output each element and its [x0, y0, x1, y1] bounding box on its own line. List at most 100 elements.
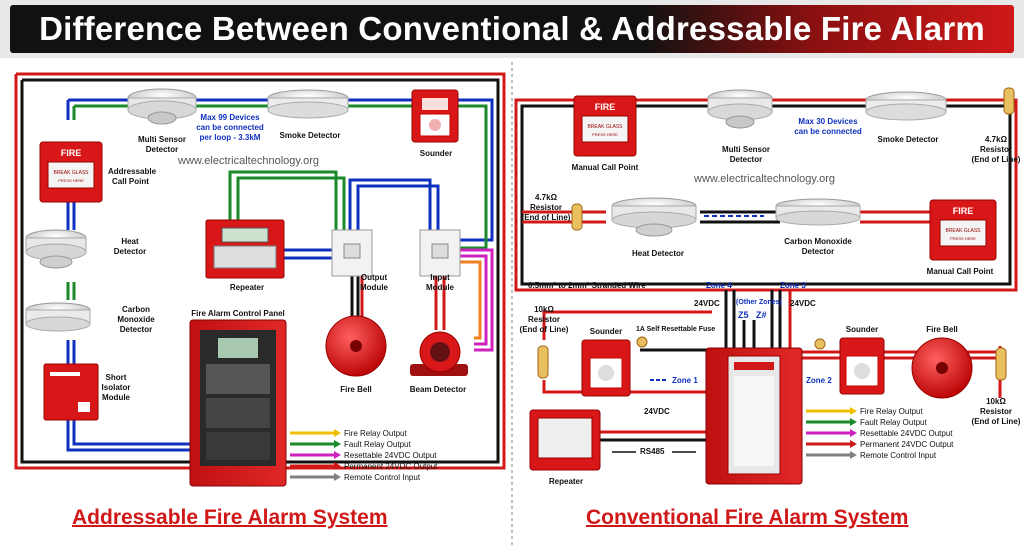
- label-input-1: Input: [430, 273, 450, 282]
- label-conv-multi-2: Detector: [730, 155, 762, 164]
- co-detector: Carbon Monoxide Detector: [25, 302, 155, 334]
- conv-output-arrow-2: [850, 429, 857, 437]
- label-mcp-top: Manual Call Point: [572, 163, 639, 172]
- rs485-label: RS485: [640, 447, 665, 456]
- title-banner: Difference Between Conventional & Addres…: [0, 0, 1024, 58]
- eol-resistor-left: 4.7kΩ Resistor (End of Line): [522, 193, 583, 231]
- addressable-note: Max 99 Devices can be connected per loop…: [196, 113, 264, 142]
- call-point-glass: BREAK GLASS: [53, 170, 89, 176]
- call-point-press: PRESS HERE: [58, 178, 84, 183]
- v24-right: 24VDC: [790, 299, 816, 308]
- wire-note: 0.5mm² to 2mm² Stranded Wire: [528, 281, 646, 290]
- eol-left-2: Resistor: [530, 203, 562, 212]
- note-line-2: can be connected: [196, 123, 264, 132]
- fire-alarm-diagram: Multi Sensor Detector Max 99 Devices can…: [14, 62, 1021, 548]
- output-module: Output Module: [331, 229, 389, 292]
- addr-output-arrow-0: [334, 429, 341, 437]
- label-co-2: Monoxide: [117, 315, 155, 324]
- zone-1: Zone 1: [672, 376, 698, 385]
- mcp-header: FIRE: [595, 102, 616, 112]
- fire-alarm-control-panel: Fire Alarm Control Panel: [189, 309, 287, 487]
- eol10k-left-2: Resistor: [528, 315, 560, 324]
- addressable-section-title: Addressable Fire Alarm System: [72, 506, 388, 529]
- conv-output-label-3: Permanent 24VDC Output: [860, 440, 954, 449]
- label-output-1: Output: [361, 273, 388, 282]
- zone-z5: Z5: [738, 310, 749, 320]
- label-conv-co-1: Carbon Monoxide: [784, 237, 852, 246]
- conv-output-arrow-4: [850, 451, 857, 459]
- conv-control-panel: [705, 347, 803, 485]
- addr-output-arrow-1: [334, 440, 341, 448]
- title-bar: Difference Between Conventional & Addres…: [10, 5, 1014, 53]
- label-co-3: Detector: [120, 325, 152, 334]
- conv-co-detector: Carbon Monoxide Detector: [775, 198, 861, 256]
- mcp2-glass: BREAK GLASS: [945, 228, 981, 234]
- addressable-system: Multi Sensor Detector Max 99 Devices can…: [14, 72, 506, 487]
- conv-smoke-detector: Smoke Detector: [865, 91, 947, 144]
- conv-output-label-4: Remote Control Input: [860, 451, 937, 460]
- label-repeater: Repeater: [230, 283, 264, 292]
- label-co-1: Carbon: [122, 305, 150, 314]
- conv-note-line-1: Max 30 Devices: [798, 117, 858, 126]
- zone-z-hash: Z#: [756, 310, 767, 320]
- conv-multi-sensor-detector: Multi Sensor Detector: [707, 89, 773, 164]
- addressable-call-point: FIRE BREAK GLASS PRESS HERE Addressable …: [39, 141, 157, 203]
- label-isolator-3: Module: [102, 393, 131, 402]
- addr-output-label-3: Permanent 24VDC Output: [344, 462, 438, 471]
- manual-call-point-right: FIRE BREAK GLASS PRESS HERE Manual Call …: [927, 199, 997, 276]
- label-sounder-right: Sounder: [846, 325, 878, 334]
- fuse-icon-right: [814, 338, 826, 350]
- conv-output-label-2: Resettable 24VDC Output: [860, 429, 953, 438]
- eol10k-right-3: (End of Line): [972, 417, 1021, 426]
- conv-fire-bell: Fire Bell: [911, 325, 973, 399]
- heat-detector: Heat Detector: [25, 229, 146, 269]
- eol-10k-right: 10kΩ Resistor (End of Line): [972, 347, 1021, 426]
- eol-left-1: 4.7kΩ: [535, 193, 558, 202]
- addr-output-arrow-2: [334, 451, 341, 459]
- mcp-glass: BREAK GLASS: [587, 124, 623, 130]
- label-heat-1: Heat: [121, 237, 139, 246]
- label-multi-sensor-2: Detector: [146, 145, 178, 154]
- label-call-point-2: Call Point: [112, 177, 149, 186]
- label-call-point-1: Addressable: [108, 167, 157, 176]
- note-line-1: Max 99 Devices: [200, 113, 260, 122]
- label-output-2: Module: [360, 283, 389, 292]
- zone-4: Zone 4: [706, 281, 732, 290]
- label-input-2: Module: [426, 283, 455, 292]
- eol-top-2: Resistor: [980, 145, 1012, 154]
- other-zones: (Other Zones): [736, 299, 782, 306]
- eol-left-3: (End of Line): [522, 213, 571, 222]
- mcp2-header: FIRE: [953, 206, 974, 216]
- conv-sounder-right: Sounder: [839, 325, 885, 395]
- eol-top-3: (End of Line): [972, 155, 1021, 164]
- addr-output-label-1: Fault Relay Output: [344, 440, 411, 449]
- conventional-system: FIRE BREAK GLASS PRESS HERE Manual Call …: [514, 87, 1021, 486]
- conv-repeater: Repeater: [529, 409, 601, 486]
- addr-output-label-4: Remote Control Input: [344, 473, 421, 482]
- label-fire-bell: Fire Bell: [340, 385, 372, 394]
- fire-bell: Fire Bell: [325, 315, 387, 394]
- diagram-stage: Multi Sensor Detector Max 99 Devices can…: [0, 58, 1024, 551]
- label-conv-co-2: Detector: [802, 247, 834, 256]
- conventional-section-title: Conventional Fire Alarm System: [586, 506, 909, 529]
- label-heat-2: Detector: [114, 247, 146, 256]
- addr-output-arrow-4: [334, 473, 341, 481]
- label-mcp-right: Manual Call Point: [927, 267, 994, 276]
- repeater: Repeater: [205, 219, 285, 292]
- note-line-3: per loop - 3.3kM: [200, 133, 261, 142]
- fuse-icon: [636, 336, 648, 348]
- watermark-left: www.electricaltechnology.org: [177, 155, 319, 167]
- label-multi-sensor-1: Multi Sensor: [138, 135, 186, 144]
- label-beam-detector: Beam Detector: [410, 385, 466, 394]
- input-module: Input Module: [419, 229, 461, 292]
- call-point-header: FIRE: [61, 148, 82, 158]
- eol-10k-left: 10kΩ Resistor (End of Line): [520, 305, 569, 379]
- conv-output-label-0: Fire Relay Output: [860, 407, 923, 416]
- conv-output-label-1: Fault Relay Output: [860, 418, 927, 427]
- eol-resistor-top: 4.7kΩ Resistor (End of Line): [972, 87, 1021, 164]
- addr-output-label-2: Resettable 24VDC Output: [344, 451, 437, 460]
- label-smoke-detector: Smoke Detector: [280, 131, 341, 140]
- smoke-detector: Smoke Detector: [267, 89, 349, 140]
- v24-repeater: 24VDC: [644, 407, 670, 416]
